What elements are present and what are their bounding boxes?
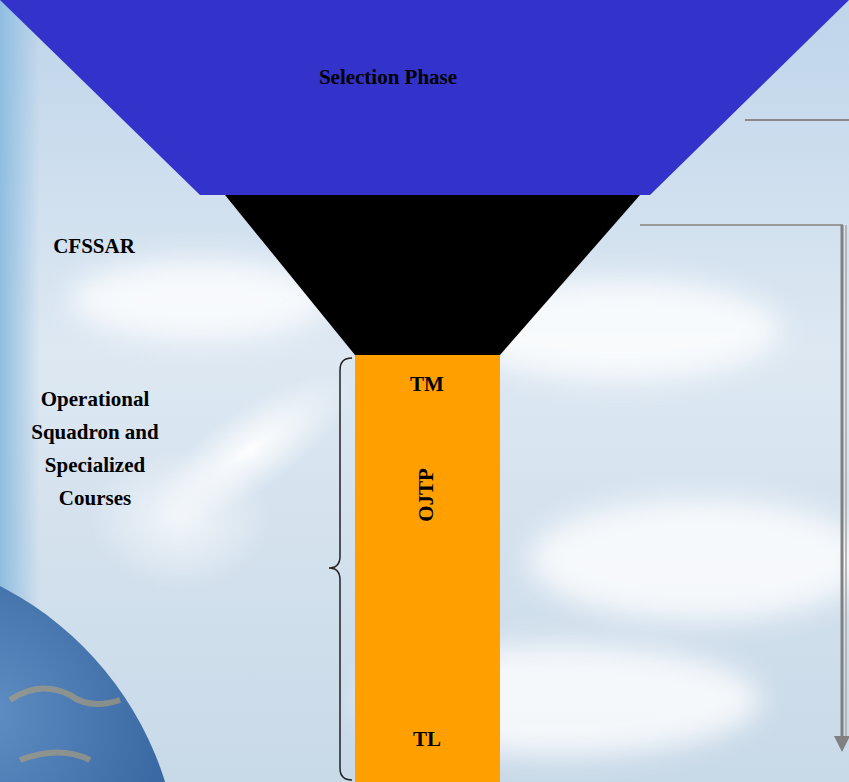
funnel-fill xyxy=(225,195,640,355)
funnel-shape xyxy=(225,195,640,355)
training-column: TM OJTP TL xyxy=(355,355,500,782)
node-text: TM xyxy=(410,372,444,397)
selection-funnel: Selection Phase xyxy=(0,0,849,195)
node-text: Selection Phase xyxy=(319,65,457,90)
course-funnel: CFSSAR xyxy=(225,195,640,355)
node-text: TL xyxy=(413,727,441,752)
funnel-shape xyxy=(0,0,849,195)
node-text: OJTP xyxy=(414,468,439,522)
group-label: Operational Squadron and Specialized Cou… xyxy=(10,383,180,515)
funnel-fill xyxy=(0,0,849,195)
node-text: CFSSAR xyxy=(53,234,135,259)
